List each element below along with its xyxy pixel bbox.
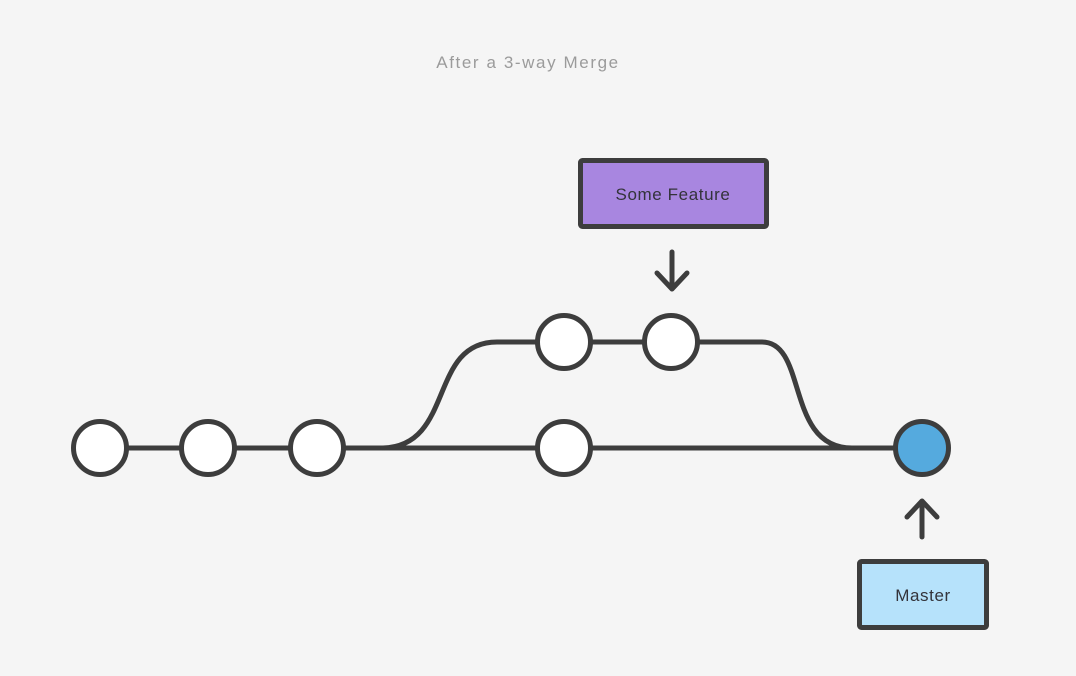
feature-branch-label: Some Feature: [616, 185, 731, 204]
master-commit-nodes: [71, 419, 593, 477]
diagram-title: After a 3-way Merge: [436, 53, 619, 72]
feature-commit-nodes: [535, 313, 700, 371]
feature-branch-label-box: Some Feature: [578, 158, 769, 229]
commit-node: [642, 313, 700, 371]
merge-commit-node: [893, 419, 951, 477]
commit-node: [535, 419, 593, 477]
master-branch-label-rect: [857, 559, 989, 630]
feature-branch-label-rect: [578, 158, 769, 229]
commit-node: [288, 419, 346, 477]
feature-branch-path: [380, 339, 855, 451]
commit-node: [179, 419, 237, 477]
master-branch-label: Master: [895, 586, 951, 605]
commit-node: [535, 313, 593, 371]
master-branch-label-box: Master: [857, 559, 989, 630]
up-arrow-icon: [904, 498, 940, 540]
commit-node: [71, 419, 129, 477]
down-arrow-icon: [654, 249, 690, 292]
